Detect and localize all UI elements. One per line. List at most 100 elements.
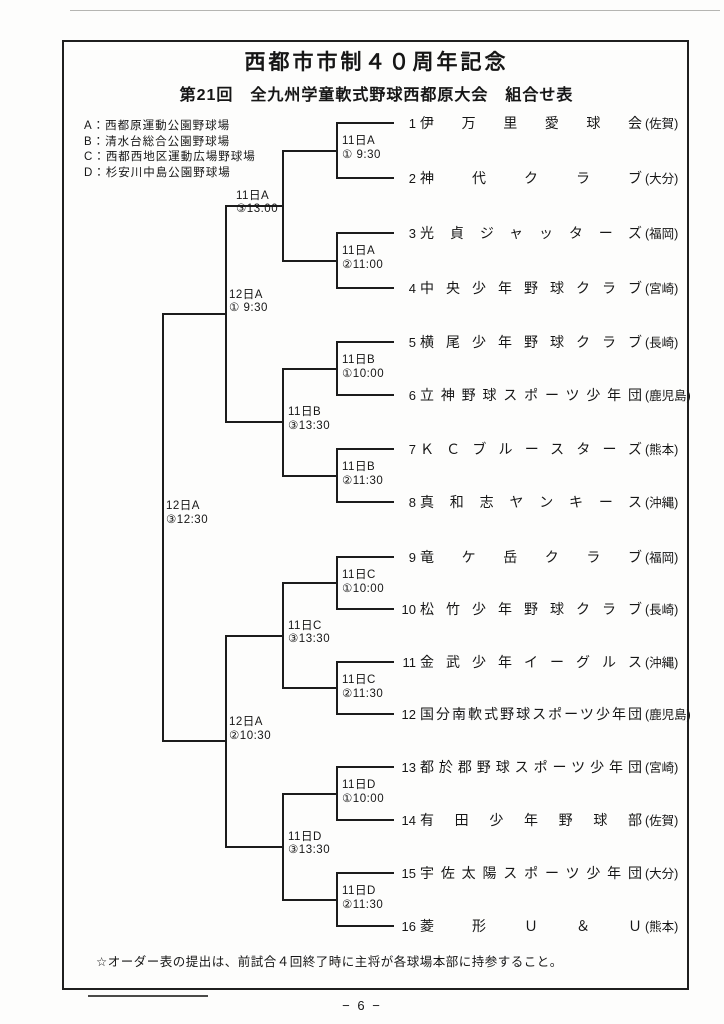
team-prefecture: (大分) [645, 172, 679, 186]
match-venue: 11日A [236, 189, 270, 202]
bracket-line [282, 149, 284, 262]
match-time: ① 9:30 [229, 302, 268, 315]
bracket-line [336, 394, 394, 396]
match-venue: 11日C [342, 569, 376, 581]
venue-name: 西都西地区運動広場野球場 [105, 151, 256, 163]
title-block: 西都市市制４０周年記念 第21回 全九州学童軟式野球西都原大会 組合せ表 [62, 46, 691, 105]
venue-key: C： [84, 151, 106, 163]
bracket-line [336, 448, 394, 450]
team-prefecture: (福岡) [645, 551, 679, 565]
bracket-line [336, 608, 394, 610]
bracket-line [162, 312, 225, 315]
team-number: 10 [401, 602, 416, 617]
team-name: 国分南軟式野球スポーツ少年団 [420, 706, 642, 722]
match-time: ②10:30 [229, 729, 272, 742]
team-number: 13 [401, 760, 416, 775]
match-venue: 11日C [342, 674, 376, 686]
bracket-line [336, 122, 338, 179]
bracket-line [336, 122, 394, 124]
team-name: 立神野球スポーツ少年団 [420, 387, 642, 403]
venue-key: B： [84, 135, 106, 148]
team-row: 15 宇佐太陽スポーツ少年団(大分) [396, 863, 696, 881]
team-prefecture: (宮崎) [645, 282, 679, 296]
team-name: 伊万里愛球会 [420, 115, 642, 131]
team-prefecture: (熊本) [645, 920, 679, 934]
bracket-line [225, 421, 282, 423]
match-venue: 11日A [342, 245, 376, 257]
team-name: 光貞ジャッターズ [420, 225, 642, 241]
bracket-line [336, 232, 338, 289]
bracket-line [336, 819, 394, 821]
match-time: ① 9:30 [342, 148, 381, 161]
venue-legend-item: B：清水台総合公園野球場 [84, 135, 256, 151]
bracket-line [336, 501, 394, 503]
match-venue: 11日B [288, 406, 322, 418]
bracket-line [225, 634, 227, 848]
scan-artifact-bottom [88, 995, 208, 997]
venue-legend-item: C：西都西地区運動広場野球場 [84, 150, 256, 166]
team-prefecture: (佐賀) [645, 814, 679, 828]
page-title: 西都市市制４０周年記念 [244, 51, 509, 74]
match-time: ②11:30 [342, 474, 384, 487]
team-prefecture: (沖縄) [645, 496, 679, 510]
team-prefecture: (佐賀) [645, 117, 679, 131]
bracket-line [336, 872, 338, 927]
team-name: ＫＣブルースターズ [420, 441, 642, 457]
team-number: 2 [408, 171, 416, 186]
team-number: 15 [401, 866, 416, 881]
bracket-line [336, 556, 394, 558]
bracket-line [162, 312, 164, 742]
bracket-line [282, 792, 336, 795]
team-name: 竜ケ岳クラブ [420, 549, 642, 565]
match-venue: 11日D [288, 830, 322, 843]
bracket-line [282, 149, 336, 152]
team-name: 都於郡野球スポーツ少年団 [420, 759, 642, 775]
page-subtitle: 第21回 全九州学童軟式野球西都原大会 組合せ表 [179, 87, 574, 104]
match-time: ③13:00 [236, 203, 279, 215]
team-prefecture: (大分) [645, 867, 679, 881]
bracket-line [336, 448, 338, 503]
team-number: 12 [401, 707, 416, 722]
bracket-line [336, 341, 394, 343]
bracket-line [282, 474, 336, 477]
match-venue: 11日C [288, 619, 322, 632]
venue-key: D： [84, 166, 106, 179]
bracket-line [282, 582, 336, 584]
bracket-line [162, 740, 225, 742]
match-time: ③13:30 [288, 419, 331, 432]
bracket-line [336, 232, 394, 234]
venue-name: 清水台総合公園野球場 [105, 135, 231, 148]
team-prefecture: (熊本) [645, 443, 679, 457]
team-name: 金武少年イーグルス [420, 654, 642, 670]
venue-name: 杉安川中島公園野球場 [105, 166, 231, 179]
team-number: 1 [408, 116, 416, 131]
match-venue: 11日B [342, 354, 376, 366]
match-venue: 11日D [342, 779, 376, 791]
team-name: 有田少年野球部 [420, 812, 642, 828]
bracket-line [282, 687, 336, 689]
team-name: 神代クラブ [420, 170, 642, 186]
match-time: ③12:30 [166, 513, 209, 526]
team-prefecture: (沖縄) [645, 656, 679, 670]
team-number: 4 [408, 281, 416, 296]
bracket-line [225, 845, 282, 848]
venue-legend-item: D：杉安川中島公園野球場 [84, 166, 256, 182]
team-name: 宇佐太陽スポーツ少年団 [420, 865, 642, 881]
